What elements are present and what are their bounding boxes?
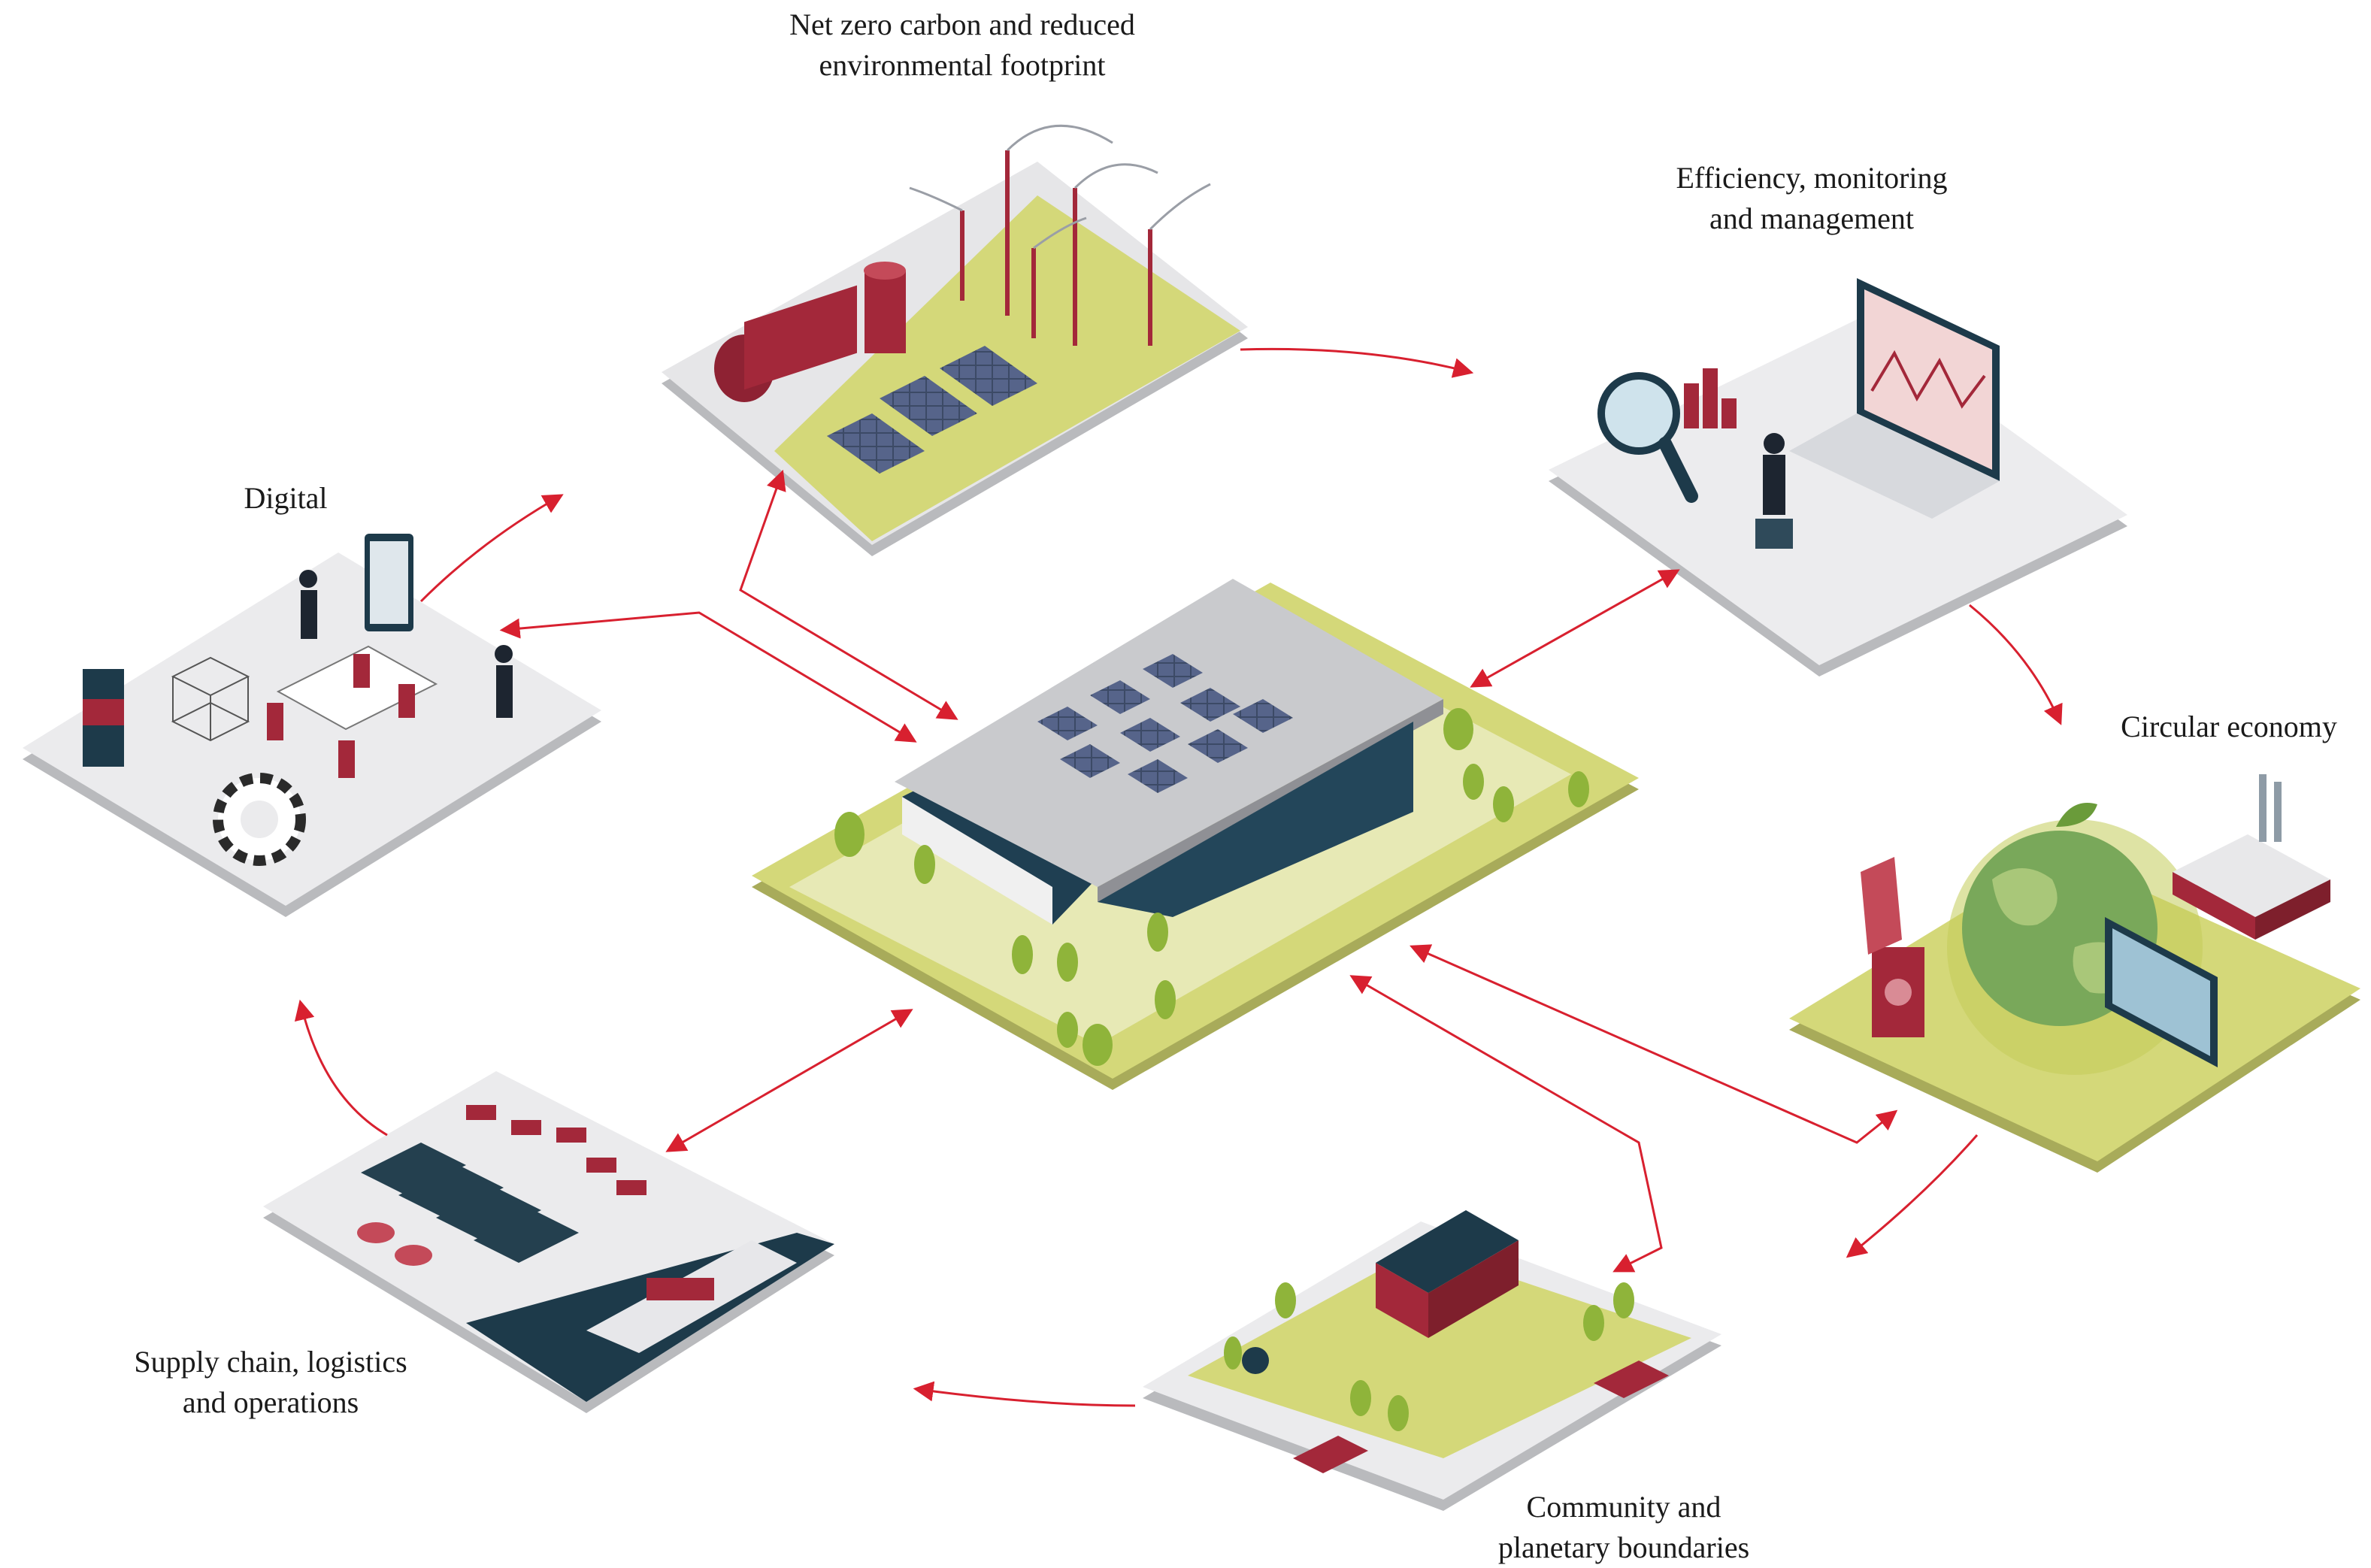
server-stack bbox=[83, 669, 124, 767]
wind-turbines bbox=[960, 150, 1152, 346]
person-figure bbox=[1755, 433, 1793, 549]
fuel-tank bbox=[714, 262, 906, 402]
arrow-supply-to-digital bbox=[294, 999, 388, 1137]
tile-efficiency bbox=[1549, 278, 2127, 677]
label-circular: Circular economy bbox=[2090, 707, 2368, 747]
laptop bbox=[1789, 278, 2000, 519]
label-community-line2: planetary boundaries bbox=[1497, 1530, 1750, 1564]
tablet-screen bbox=[365, 534, 413, 631]
factory bbox=[2173, 774, 2330, 940]
label-digital-line1: Digital bbox=[244, 481, 328, 515]
tile-supply-chain bbox=[263, 1071, 834, 1413]
arrow-center-digital bbox=[499, 611, 917, 743]
arrow-circular-to-community bbox=[1846, 1134, 1979, 1258]
arrow-center-community bbox=[1349, 975, 1663, 1273]
fountain bbox=[1242, 1347, 1269, 1374]
label-circular-line1: Circular economy bbox=[2121, 710, 2337, 743]
arrow-netzero-to-efficiency bbox=[1240, 347, 1474, 378]
arrow-center-efficiency bbox=[1470, 569, 1680, 688]
label-digital: Digital bbox=[203, 478, 368, 519]
arrow-center-supply bbox=[665, 1009, 913, 1152]
label-net-zero-line1: Net zero carbon and reduced bbox=[789, 8, 1135, 41]
label-efficiency-line1: Efficiency, monitoring bbox=[1676, 161, 1948, 195]
label-supply-line2: and operations bbox=[182, 1385, 359, 1419]
bus-icon bbox=[1293, 1361, 1669, 1473]
warehouses bbox=[361, 1143, 579, 1263]
label-efficiency-line2: and management bbox=[1709, 201, 1915, 235]
turbine-blades bbox=[909, 124, 1211, 250]
magnifier-icon bbox=[1597, 372, 1698, 503]
label-supply-line1: Supply chain, logistics bbox=[134, 1345, 407, 1379]
label-community: Community and planetary boundaries bbox=[1428, 1487, 1819, 1568]
tile-circular-economy bbox=[1789, 774, 2360, 1173]
connector-arrows bbox=[294, 347, 2063, 1407]
trees bbox=[834, 708, 1589, 1066]
gear-icon bbox=[213, 773, 306, 866]
tile-community bbox=[1143, 1210, 1721, 1511]
storage-tanks bbox=[357, 1222, 432, 1266]
arrow-efficiency-to-circular bbox=[1969, 604, 2063, 725]
bar-chart-icon bbox=[1684, 368, 1737, 428]
arrow-community-to-supply bbox=[913, 1381, 1136, 1407]
tile-central-building bbox=[752, 579, 1639, 1090]
monitor-screen bbox=[2105, 917, 2218, 1067]
trees bbox=[1224, 1282, 1634, 1431]
arrow-digital-to-netzero bbox=[419, 494, 564, 603]
roof-solar-panels bbox=[1037, 654, 1293, 793]
label-efficiency: Efficiency, monitoring and management bbox=[1639, 158, 1985, 239]
containers bbox=[466, 1105, 646, 1195]
tile-digital bbox=[23, 534, 601, 917]
meeting-table bbox=[267, 645, 438, 778]
label-supply: Supply chain, logistics and operations bbox=[90, 1342, 451, 1423]
solar-panel-array bbox=[827, 346, 1037, 474]
cargo-ship bbox=[586, 1240, 797, 1353]
label-community-line1: Community and bbox=[1526, 1490, 1721, 1524]
label-net-zero-line2: environmental footprint bbox=[819, 48, 1106, 82]
label-net-zero: Net zero carbon and reduced environmenta… bbox=[774, 5, 1150, 86]
tile-net-zero bbox=[662, 124, 1248, 556]
building bbox=[895, 579, 1443, 925]
cube-wireframe-icon bbox=[171, 656, 250, 742]
